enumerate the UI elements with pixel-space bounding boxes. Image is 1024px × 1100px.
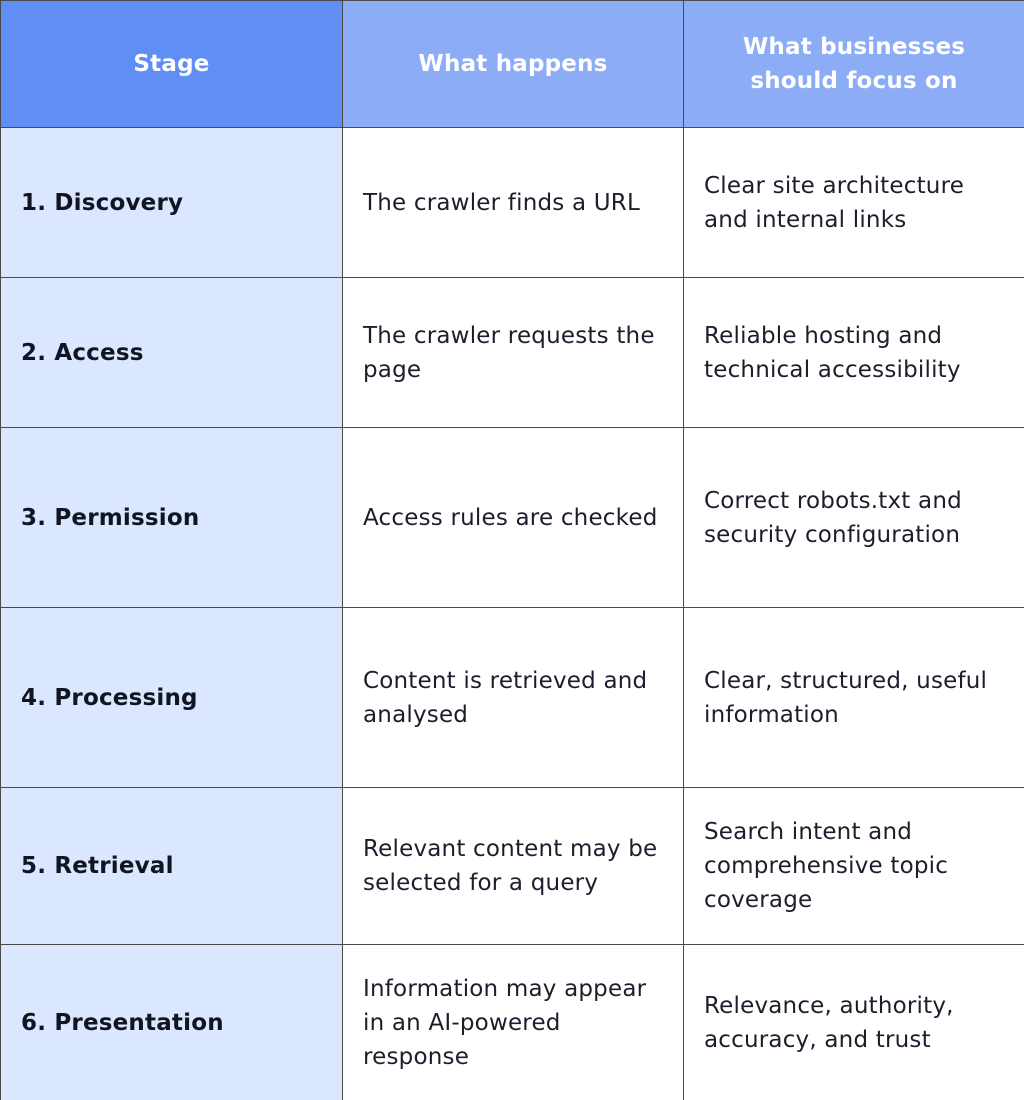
- row-1-stage-label: 1. Discovery: [21, 189, 184, 216]
- row-1-stage: 1. Discovery: [1, 128, 343, 278]
- row-5-stage-label: 5. Retrieval: [21, 853, 174, 879]
- row-5-what-happens: Relevant content may be selected for a q…: [343, 788, 684, 945]
- row-4-focus: Clear, structured, useful information: [684, 608, 1024, 788]
- header-stage-label: Stage: [133, 51, 210, 77]
- row-2-what-happens-text: The crawler requests the page: [363, 322, 655, 383]
- row-3-stage-label: 3. Permission: [21, 504, 200, 531]
- row-5-focus-text: Search intent and comprehensive topic co…: [704, 819, 949, 913]
- row-3-what-happens-text: Access rules are checked: [363, 504, 658, 531]
- row-6-focus-text: Relevance, authority, accuracy, and trus…: [704, 992, 954, 1053]
- header-stage: Stage: [1, 1, 343, 128]
- row-1-what-happens: The crawler finds a URL: [343, 128, 684, 278]
- row-6-focus: Relevance, authority, accuracy, and trus…: [684, 945, 1024, 1100]
- header-business-focus-label: What businesses should focus on: [742, 34, 966, 94]
- row-6-what-happens-text: Information may appear in an AI-powered …: [363, 975, 647, 1070]
- row-4-stage-label: 4. Processing: [21, 684, 198, 711]
- row-6-what-happens: Information may appear in an AI-powered …: [343, 945, 684, 1100]
- row-3-focus-text: Correct robots.txt and security configur…: [704, 487, 962, 548]
- row-1-focus: Clear site architecture and internal lin…: [684, 128, 1024, 278]
- row-4-stage: 4. Processing: [1, 608, 343, 788]
- row-2-focus-text: Reliable hosting and technical accessibi…: [704, 322, 961, 383]
- row-5-what-happens-text: Relevant content may be selected for a q…: [363, 836, 658, 896]
- row-3-what-happens: Access rules are checked: [343, 428, 684, 608]
- row-6-stage: 6. Presentation: [1, 945, 343, 1100]
- row-5-focus: Search intent and comprehensive topic co…: [684, 788, 1024, 945]
- row-2-what-happens: The crawler requests the page: [343, 278, 684, 428]
- header-business-focus: What businesses should focus on: [684, 1, 1024, 128]
- row-4-focus-text: Clear, structured, useful information: [704, 667, 988, 728]
- row-2-focus: Reliable hosting and technical accessibi…: [684, 278, 1024, 428]
- row-5-stage: 5. Retrieval: [1, 788, 343, 945]
- row-1-what-happens-text: The crawler finds a URL: [363, 189, 640, 216]
- row-1-focus-text: Clear site architecture and internal lin…: [704, 172, 965, 233]
- row-2-stage-label: 2. Access: [21, 339, 144, 366]
- row-3-stage: 3. Permission: [1, 428, 343, 608]
- header-what-happens-label: What happens: [418, 51, 608, 77]
- row-4-what-happens: Content is retrieved and analysed: [343, 608, 684, 788]
- row-2-stage: 2. Access: [1, 278, 343, 428]
- row-3-focus: Correct robots.txt and security configur…: [684, 428, 1024, 608]
- row-6-stage-label: 6. Presentation: [21, 1009, 224, 1036]
- header-what-happens: What happens: [343, 1, 684, 128]
- row-4-what-happens-text: Content is retrieved and analysed: [363, 667, 648, 728]
